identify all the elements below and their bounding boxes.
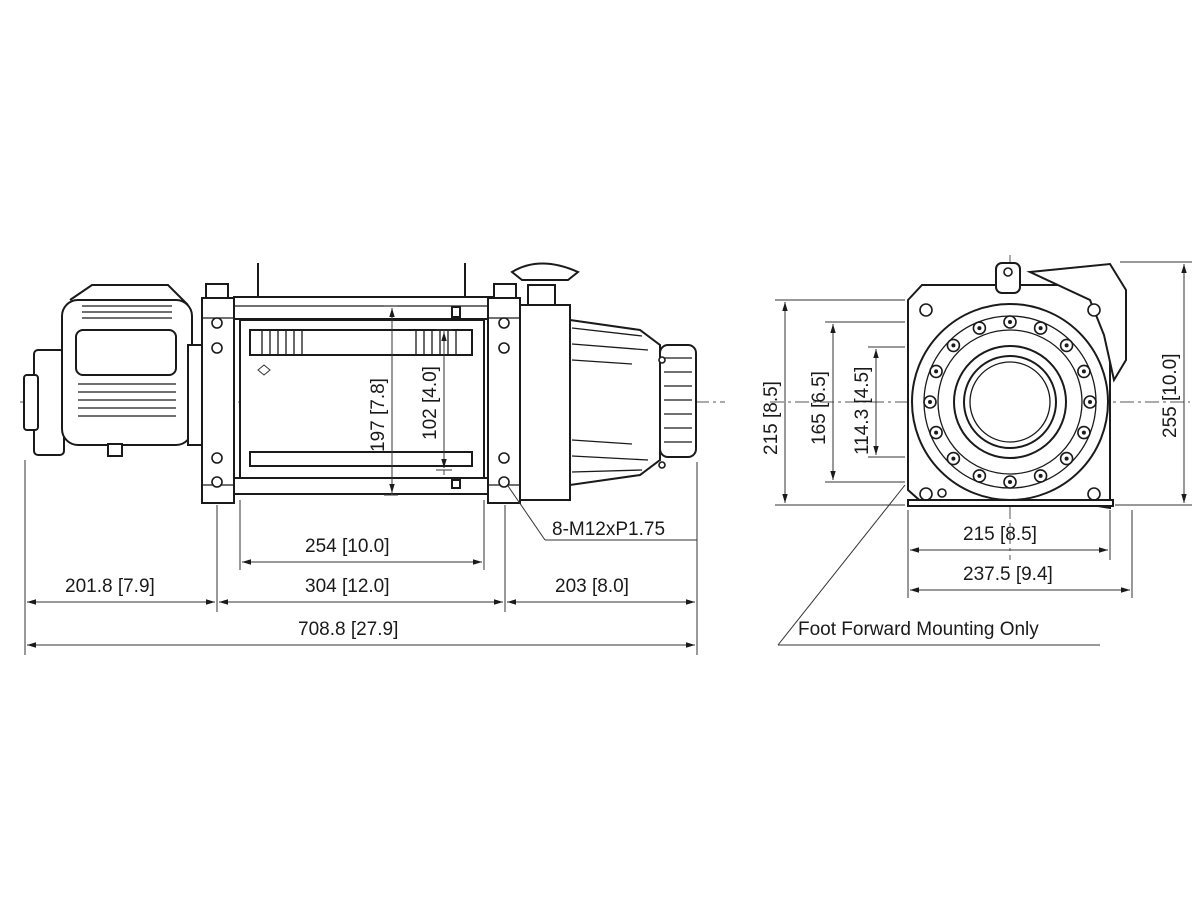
dim-197: 197 [7.8] (368, 378, 389, 452)
vertical-dims (384, 305, 452, 496)
left-end-plate (201, 283, 235, 504)
motor (23, 284, 205, 457)
dim-end-255: 255 [10.0] (1160, 353, 1181, 438)
ring-bolt-center (1064, 456, 1069, 461)
drum (239, 306, 485, 495)
dim-end-114: 114.3 [4.5] (852, 367, 873, 455)
dim-end-215-v: 215 [8.5] (761, 381, 782, 455)
dim-254: 254 [10.0] (305, 536, 390, 557)
ring-bolt-center (928, 400, 932, 404)
dim-304: 304 [12.0] (305, 576, 390, 597)
ring-bolt-center (934, 430, 939, 435)
dim-end-237: 237.5 [9.4] (963, 564, 1053, 585)
ring-bolt-center (977, 326, 982, 331)
ring-bolt-center (1008, 480, 1012, 484)
ring-bolt-center (1081, 430, 1086, 435)
dim-201: 201.8 [7.9] (65, 576, 155, 597)
side-view (20, 262, 725, 655)
dim-end-215-h: 215 [8.5] (963, 524, 1037, 545)
ring-bolt-center (1064, 343, 1069, 348)
housing-bolt-ring (923, 315, 1097, 489)
ring-bolt-center (1008, 320, 1012, 324)
ring-bolt-center (1081, 369, 1086, 374)
ring-bolt-center (977, 473, 982, 478)
bolt-leader (507, 485, 546, 541)
dim-708: 708.8 [27.9] (298, 619, 398, 640)
ring-bolt-center (951, 456, 956, 461)
end-view (770, 255, 1192, 646)
dim-102: 102 [4.0] (420, 366, 441, 440)
ring-bolt-center (951, 343, 956, 348)
end-horizontal-dims (907, 510, 1133, 598)
ring-bolt-center (1038, 473, 1043, 478)
ring-bolt-center (934, 369, 939, 374)
dim-end-165: 165 [6.5] (809, 371, 830, 445)
end-vertical-dims (775, 261, 1192, 506)
mounting-note: Foot Forward Mounting Only (798, 619, 1039, 640)
ring-bolt-center (1038, 326, 1043, 331)
gearbox (510, 262, 697, 501)
mounting-leader (777, 484, 906, 646)
horizontal-dims (24, 460, 698, 655)
bolt-spec: 8-M12xP1.75 (552, 519, 665, 540)
ring-bolt-center (1088, 400, 1092, 404)
dim-203: 203 [8.0] (555, 576, 629, 597)
right-end-plate (487, 283, 521, 504)
